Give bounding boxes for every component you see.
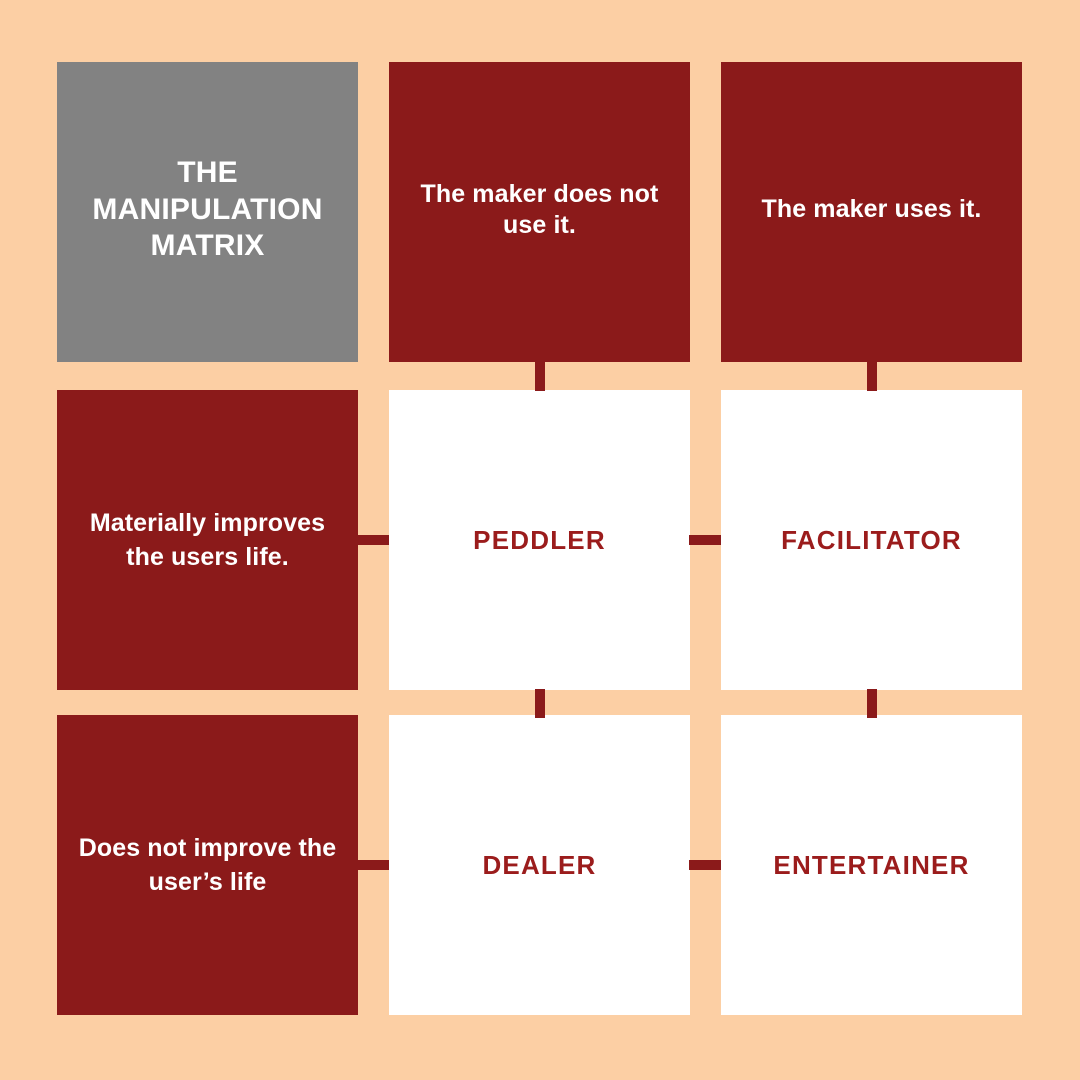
matrix-cell-label: ENTERTAINER bbox=[773, 849, 970, 880]
connector-horizontal bbox=[357, 860, 389, 870]
matrix-cell-label: DEALER bbox=[482, 849, 597, 880]
connector-horizontal bbox=[689, 535, 721, 545]
matrix-cell-dealer[interactable]: DEALER bbox=[389, 715, 690, 1015]
connector-vertical bbox=[535, 362, 545, 391]
matrix-cell-facilitator[interactable]: FACILITATOR bbox=[721, 390, 1022, 690]
column-header-maker-does-not-use: The maker does not use it. bbox=[389, 62, 690, 362]
column-header-maker-uses: The maker uses it. bbox=[721, 62, 1022, 362]
matrix-cell-entertainer[interactable]: ENTERTAINER bbox=[721, 715, 1022, 1015]
connector-horizontal bbox=[357, 535, 389, 545]
connector-horizontal bbox=[689, 860, 721, 870]
column-header-label: The maker does not use it. bbox=[420, 179, 659, 239]
connector-vertical bbox=[867, 362, 877, 391]
row-header-does-not-improve-life: Does not improve the user’s life bbox=[57, 715, 358, 1015]
matrix-title-cell: THE MANIPULATION MATRIX bbox=[57, 62, 358, 362]
connector-vertical bbox=[867, 689, 877, 718]
column-header-label: The maker uses it. bbox=[761, 195, 982, 224]
connector-vertical bbox=[535, 689, 545, 718]
matrix-cell-label: PEDDLER bbox=[473, 524, 606, 555]
row-header-label: Materially improves the users life. bbox=[89, 508, 326, 572]
page-title: THE MANIPULATION MATRIX bbox=[92, 156, 323, 263]
row-header-label: Does not improve the user’s life bbox=[78, 833, 337, 897]
matrix-cell-label: FACILITATOR bbox=[781, 524, 962, 555]
matrix-cell-peddler[interactable]: PEDDLER bbox=[389, 390, 690, 690]
row-header-improves-life: Materially improves the users life. bbox=[57, 390, 358, 690]
